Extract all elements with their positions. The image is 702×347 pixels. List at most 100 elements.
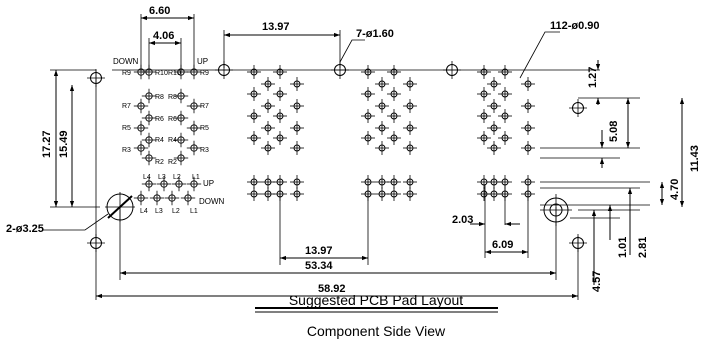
alignment-hole xyxy=(87,234,105,252)
pin-l4-down: L4 xyxy=(140,208,148,215)
pad xyxy=(387,109,401,123)
pad xyxy=(498,109,512,123)
pad xyxy=(273,87,287,101)
dim-2-81: 2.81 xyxy=(637,237,649,258)
pin-r4-right: R4 xyxy=(168,137,177,144)
alignment-hole xyxy=(87,69,105,87)
label-down-led: DOWN xyxy=(199,197,225,206)
pad-grid xyxy=(133,64,535,206)
pad xyxy=(477,87,491,101)
pad xyxy=(290,187,304,201)
pad xyxy=(180,190,196,206)
dim-1-27: 1.27 xyxy=(587,67,599,88)
alignment-holes xyxy=(87,61,587,252)
dim-4-57: 4.57 xyxy=(591,271,603,292)
pad xyxy=(498,65,512,79)
layout-subtitle: Component Side View xyxy=(307,323,446,339)
pad xyxy=(403,175,417,189)
pad xyxy=(290,121,304,135)
pad xyxy=(273,187,287,201)
pad xyxy=(387,65,401,79)
pin-r2-right: R2 xyxy=(168,159,177,166)
pin-r9-right: R9 xyxy=(200,70,209,77)
pin-l3-up: L3 xyxy=(158,174,166,181)
pad xyxy=(290,175,304,189)
pad xyxy=(261,99,275,113)
label-up-top: UP xyxy=(197,57,208,66)
pad xyxy=(403,77,417,91)
pad xyxy=(273,175,287,189)
pad xyxy=(387,187,401,201)
pad xyxy=(141,64,157,80)
pad xyxy=(403,187,417,201)
dim-1-01: 1.01 xyxy=(617,237,629,258)
dim-15-49: 15.49 xyxy=(58,130,70,158)
pad xyxy=(186,140,202,156)
pad xyxy=(149,190,165,206)
pad xyxy=(498,131,512,145)
alignment-hole xyxy=(331,61,349,79)
dim-11-43: 11.43 xyxy=(689,145,701,172)
reference-lines xyxy=(50,14,650,300)
pad xyxy=(487,77,501,91)
dim-6-60: 6.60 xyxy=(149,5,170,17)
pad xyxy=(133,120,149,136)
pin-r7-left: R7 xyxy=(122,103,131,110)
pad xyxy=(186,120,202,136)
pad xyxy=(261,175,275,189)
pin-r3-left: R3 xyxy=(122,147,131,154)
pad xyxy=(141,150,157,166)
pin-r3-right: R3 xyxy=(200,147,209,154)
pad xyxy=(164,190,180,206)
dim-2-holes: 2-ø3.25 xyxy=(6,223,44,235)
dim-5-08: 5.08 xyxy=(608,121,620,142)
pad xyxy=(361,131,375,145)
pad xyxy=(173,110,189,126)
pad xyxy=(173,64,189,80)
pad xyxy=(477,109,491,123)
pad xyxy=(477,65,491,79)
pad xyxy=(273,109,287,123)
pad xyxy=(521,175,535,189)
mounting-hole-large-right xyxy=(540,194,572,226)
pin-l4-up: L4 xyxy=(143,174,151,181)
pad xyxy=(247,109,261,123)
pin-labels: DOWN UP UP DOWN R9 R10 R10 R9 R7 R8 R8 R… xyxy=(113,57,225,215)
pin-l2-up: L2 xyxy=(173,174,181,181)
pad xyxy=(477,131,491,145)
pad xyxy=(141,132,157,148)
pad xyxy=(247,175,261,189)
pad xyxy=(498,175,512,189)
pin-l3-down: L3 xyxy=(155,208,163,215)
pad xyxy=(487,121,501,135)
pad xyxy=(247,65,261,79)
pad xyxy=(521,141,535,155)
pad xyxy=(247,131,261,145)
pin-r9-left: R9 xyxy=(122,70,131,77)
label-up-led: UP xyxy=(203,179,214,188)
label-down-top: DOWN xyxy=(113,57,139,66)
dim-7-holes: 7-ø1.60 xyxy=(356,28,394,40)
alignment-hole xyxy=(569,99,587,117)
pin-l2-down: L2 xyxy=(172,208,180,215)
pin-r4-left: R4 xyxy=(155,137,164,144)
pad xyxy=(290,141,304,155)
dimension-lines xyxy=(42,15,685,313)
pad xyxy=(375,175,389,189)
pin-r5-right: R5 xyxy=(200,125,209,132)
pad xyxy=(361,65,375,79)
pad xyxy=(521,121,535,135)
pad xyxy=(261,121,275,135)
pad xyxy=(141,88,157,104)
pad xyxy=(133,190,149,206)
pad xyxy=(156,176,172,192)
pad xyxy=(261,141,275,155)
dim-4-70: 4.70 xyxy=(669,179,681,200)
alignment-hole xyxy=(569,234,587,252)
pad xyxy=(141,110,157,126)
pad xyxy=(403,141,417,155)
pad xyxy=(375,77,389,91)
dim-4-06: 4.06 xyxy=(153,30,174,42)
dim-53-34: 53.34 xyxy=(305,260,333,272)
